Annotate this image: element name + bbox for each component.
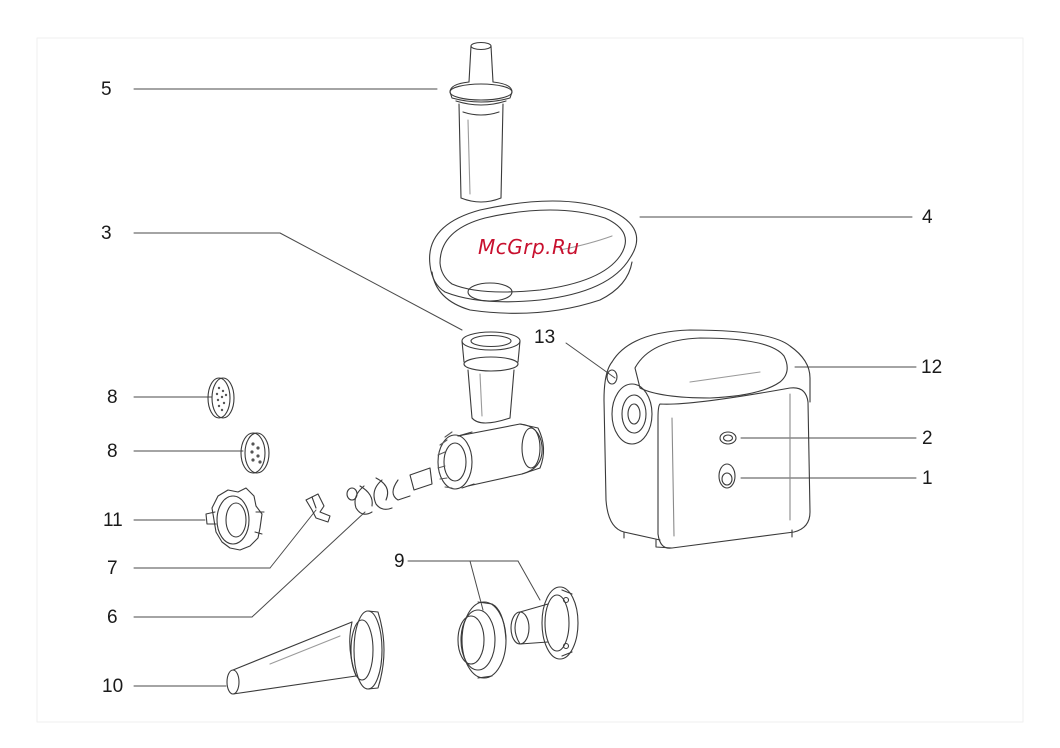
label-11: 11	[103, 511, 123, 530]
head-part-3	[438, 332, 544, 489]
label-5: 5	[101, 80, 112, 99]
kebbe-attachment-part-9	[458, 602, 506, 678]
label-1: 1	[922, 469, 933, 488]
sausage-tube-part-10	[227, 611, 384, 694]
motor-housing-part-12	[604, 330, 810, 548]
leader-6b	[252, 512, 365, 617]
leader-9b	[518, 561, 540, 600]
label-6: 6	[107, 608, 118, 627]
label-9: 9	[394, 552, 405, 571]
page-border	[37, 38, 1023, 722]
cutting-plate-8a	[208, 378, 234, 418]
label-12: 12	[921, 358, 942, 377]
kebbe-cone-part-9	[511, 587, 578, 659]
label-13: 13	[534, 328, 555, 347]
label-10: 10	[102, 677, 123, 696]
auger-part-6	[347, 468, 432, 514]
label-8a: 8	[107, 388, 118, 407]
label-7: 7	[107, 559, 118, 578]
ring-nut-part-11	[206, 488, 264, 550]
leader-7b	[270, 510, 316, 568]
pusher-part-5	[450, 43, 512, 203]
label-8b: 8	[107, 442, 118, 461]
leader-lines	[134, 89, 916, 686]
watermark-text: McGrp.Ru	[478, 235, 580, 259]
label-3: 3	[101, 224, 112, 243]
cutting-plate-8b	[241, 433, 269, 473]
label-4: 4	[922, 208, 933, 227]
label-2: 2	[922, 429, 933, 448]
